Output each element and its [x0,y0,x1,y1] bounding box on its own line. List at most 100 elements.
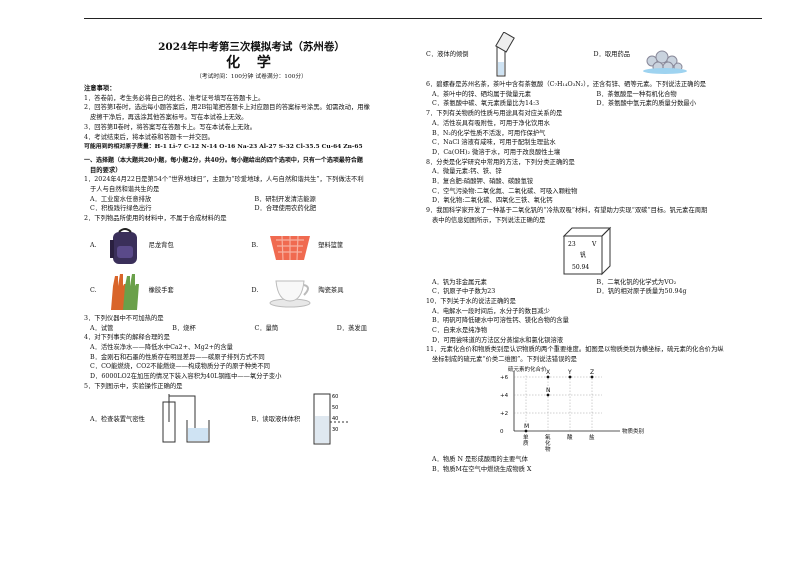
q3-option-d: D．蒸发皿 [336,324,367,332]
q5-option-a: A．检查装置气密性 [90,415,145,423]
q7-option-a: A．活性炭具有吸附性，可用于净化饮用水 [432,119,550,127]
pouring-liquid-icon [494,32,515,77]
q1-option-d: D．合理使用农药化肥 [254,205,317,213]
backpack-icon [109,228,137,265]
atomic-number: 23 [568,241,576,248]
data-point [524,429,528,433]
q5-option-c: C．液体的倾倒 [426,51,469,59]
q5-stem: 5．下列图示中，实验操作正确的是 [84,382,183,390]
data-point-label: Y [567,369,572,376]
reagent-pellets-icon [643,50,688,74]
element-symbol: V [591,241,597,248]
q2-option-c-label: 橡胶手套 [148,287,174,295]
q10-option-b: B．明矾可降低硬水中可溶性钙、镁化合物的含量 [432,317,569,325]
q8-option-d: D．氧化物:二氧化碳、四氧化三铁、氧化钙 [432,197,553,205]
basket-icon [270,236,311,261]
q1-stem: 1．2024年4月22日是第54个“世界地球日”，主题为“珍爱地球，人与自然和谐… [84,176,364,184]
q5-option-d: D．取用药品 [593,51,631,59]
q1-stem-cont: 于人与自然和谐共生的是 [90,186,160,194]
y-tick-label: +4 [500,393,509,399]
rubber-gloves-icon [110,274,139,311]
q3-option-a: A．试管 [90,324,114,332]
airtightness-apparatus-icon [162,394,210,443]
q8-stem: 8．分类是化学研究中常用的方法，下列分类正确的是 [426,158,575,166]
q4-stem: 4．对下列事实的解释合理的是 [84,334,170,342]
teacup-icon [269,280,311,308]
q11-stem-cont: 坐标制成的硫元素“价类二维图”。下列说法错误的是 [432,356,577,364]
q2-option-a-label: 尼龙背包 [148,242,174,250]
q10-stem: 10．下列关于水的说法正确的是 [426,297,516,305]
q9-stem-cont: 表中的信息如图所示，下列说法正确的是 [432,216,546,224]
note-item: 皮擦干净后，再选涂其他答案标号。写在本试卷上无效。 [90,114,248,122]
q2-option-b-label: 塑料篮筐 [318,242,344,250]
q4-option-c: C．CO能燃烧，CO2不能燃烧——构成物质分子的原子种类不同 [90,363,270,371]
q6-option-d: D．茶氨酸中氢元素的质量分数最小 [596,100,697,108]
q2-option-c: C. [90,287,97,295]
q6-option-b: B．茶氨酸是一种有机化合物 [596,90,677,98]
left-column: 2024年中考第三次模拟考试（苏州卷） 化 学 （考试时间：100分钟 试卷满分… [84,30,419,560]
q2-option-d: D. [251,287,259,295]
q6-stem: 6．碧螺春是苏州名茶，茶叶中含有茶氨酸（C₇H₁₄O₃N₂），还含有锌、硒等元素… [426,81,707,88]
q9-option-b: B．二氧化钒的化学式为VO₂ [596,278,677,286]
q11-option-a: A．物质 N 是形成酸雨的主要气体 [432,455,528,463]
x-axis-label: 物质类别 [622,427,644,435]
exam-meta: （考试时间：100分钟 试卷满分：100分） [196,74,307,80]
q7-option-b: B．N₂的化学性质不活泼，可用作保护气 [432,129,546,137]
note-item: 4．考试结束后，将本试卷和答题卡一并交回。 [84,133,214,141]
y-tick-label: 0 [500,429,504,435]
data-point-label: N [546,387,551,394]
q10-option-d: D．可用尝味道的方法区分蒸馏水和氯化钡溶液 [432,336,563,344]
scale-label: 40 [332,416,338,422]
q3-stem: 3．下列仪器中不可加热的是 [84,314,164,322]
notes-heading: 注意事项： [84,85,116,92]
x-tick-label: 酸 [567,433,573,441]
q2-option-b: B. [251,242,259,250]
x-tick-label: 氧 [545,433,551,441]
scale-label: 60 [332,394,338,400]
q5-option-b: B．读取液体体积 [251,415,301,423]
q9-option-c: C．钒原子中子数为23 [432,288,496,296]
top-rule [84,18,762,19]
q10-option-a: A．电解水一段时间后，水分子的数目减少 [432,307,550,315]
note-item: 3．回答第Ⅱ卷时，将答案写在答题卡上。写在本试卷上无效。 [84,123,257,131]
scale-label: 50 [332,405,338,411]
q3-option-b: B．烧杯 [172,324,196,332]
q9-option-d: D．钒的相对原子质量为50.94g [596,288,687,296]
data-point [546,375,550,379]
section-heading-cont: 目的要求） [90,166,122,174]
y-axis-label: 硫元素的化合价 [508,365,547,373]
note-item: 1．答卷前，考生务必将自己的姓名、准考证号填写在答题卡上。 [84,94,265,102]
q1-option-a: A．工业废水任意排放 [90,195,152,203]
periodic-table-cell: 23 V 钒 50.94 [562,226,612,275]
x-tick-label: 物 [545,445,551,453]
x-tick-label: 盐 [589,433,595,441]
q9-option-a: A．钒为非金属元素 [432,278,487,286]
q11-option-b: B．物质M在空气中燃烧生成物质 X [432,465,532,473]
data-point [568,375,572,379]
q8-option-b: B．复合肥:硝酸钾、硝酸、碳酸氢铵 [432,178,534,186]
x-tick-label: 质 [523,439,529,447]
y-tick-label: +6 [500,375,509,381]
q4-option-b: B．金刚石和石墨的性质存在明显差异——碳原子排列方式不同 [90,353,265,361]
q6-option-a: A．茶叶中的锌、硒均属于微量元素 [432,90,532,98]
atomic-mass: 50.94 [572,264,589,271]
right-column: C．液体的倾倒 D．取用药品 6．碧螺春是苏州名茶，茶叶中含有茶氨酸（C₇H₁₄… [426,30,761,560]
x-tick-label: 单 [523,433,529,441]
data-point-label: M [524,423,529,430]
section-heading: 一、选择题（本大题共20小题，每小题2分，共40分。每小题给出的四个选项中，只有… [84,156,363,164]
q6-option-c: C．茶氨酸中碳、氧元素质量比为14:3 [432,100,540,108]
exam-title: 2024年中考第三次模拟考试（苏州卷） [158,41,345,53]
q7-option-d: D．Ca(OH)₂ 微溶于水，可用于改良酸性土壤 [432,148,561,156]
data-point [546,393,550,397]
atomic-masses: 可能用到的相对原子质量：H-1 Li-7 C-12 N-14 O-16 Na-2… [84,143,363,151]
element-name: 钒 [580,251,586,259]
q1-option-b: B．研制开发清洁能源 [254,195,316,203]
note-item: 2．回答第Ⅰ卷时，选出每小题答案后，用2B铅笔把答题卡上对应题目的答案标号涂黑。… [84,104,370,112]
subject-title: 化 学 [226,55,277,71]
q11-stem: 11．元素化合价和物质类别是认识物质的两个重要维度。如图是以物质类别为横坐标，硫… [426,346,724,354]
y-tick-label: +2 [500,411,508,417]
q7-option-c: C．NaCl 溶液有咸味，可用于配制生理盐水 [432,139,556,147]
q2-stem: 2．下列物品所使用的材料中，不属于合成材料的是 [84,215,227,223]
